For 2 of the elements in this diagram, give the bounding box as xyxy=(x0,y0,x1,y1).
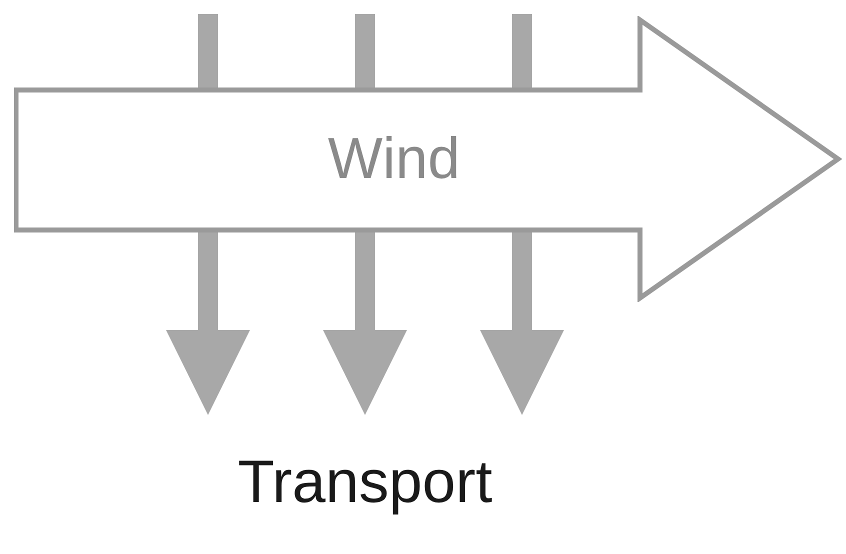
arrow-label: Wind xyxy=(326,128,462,190)
caption-text: Transport xyxy=(236,449,494,515)
